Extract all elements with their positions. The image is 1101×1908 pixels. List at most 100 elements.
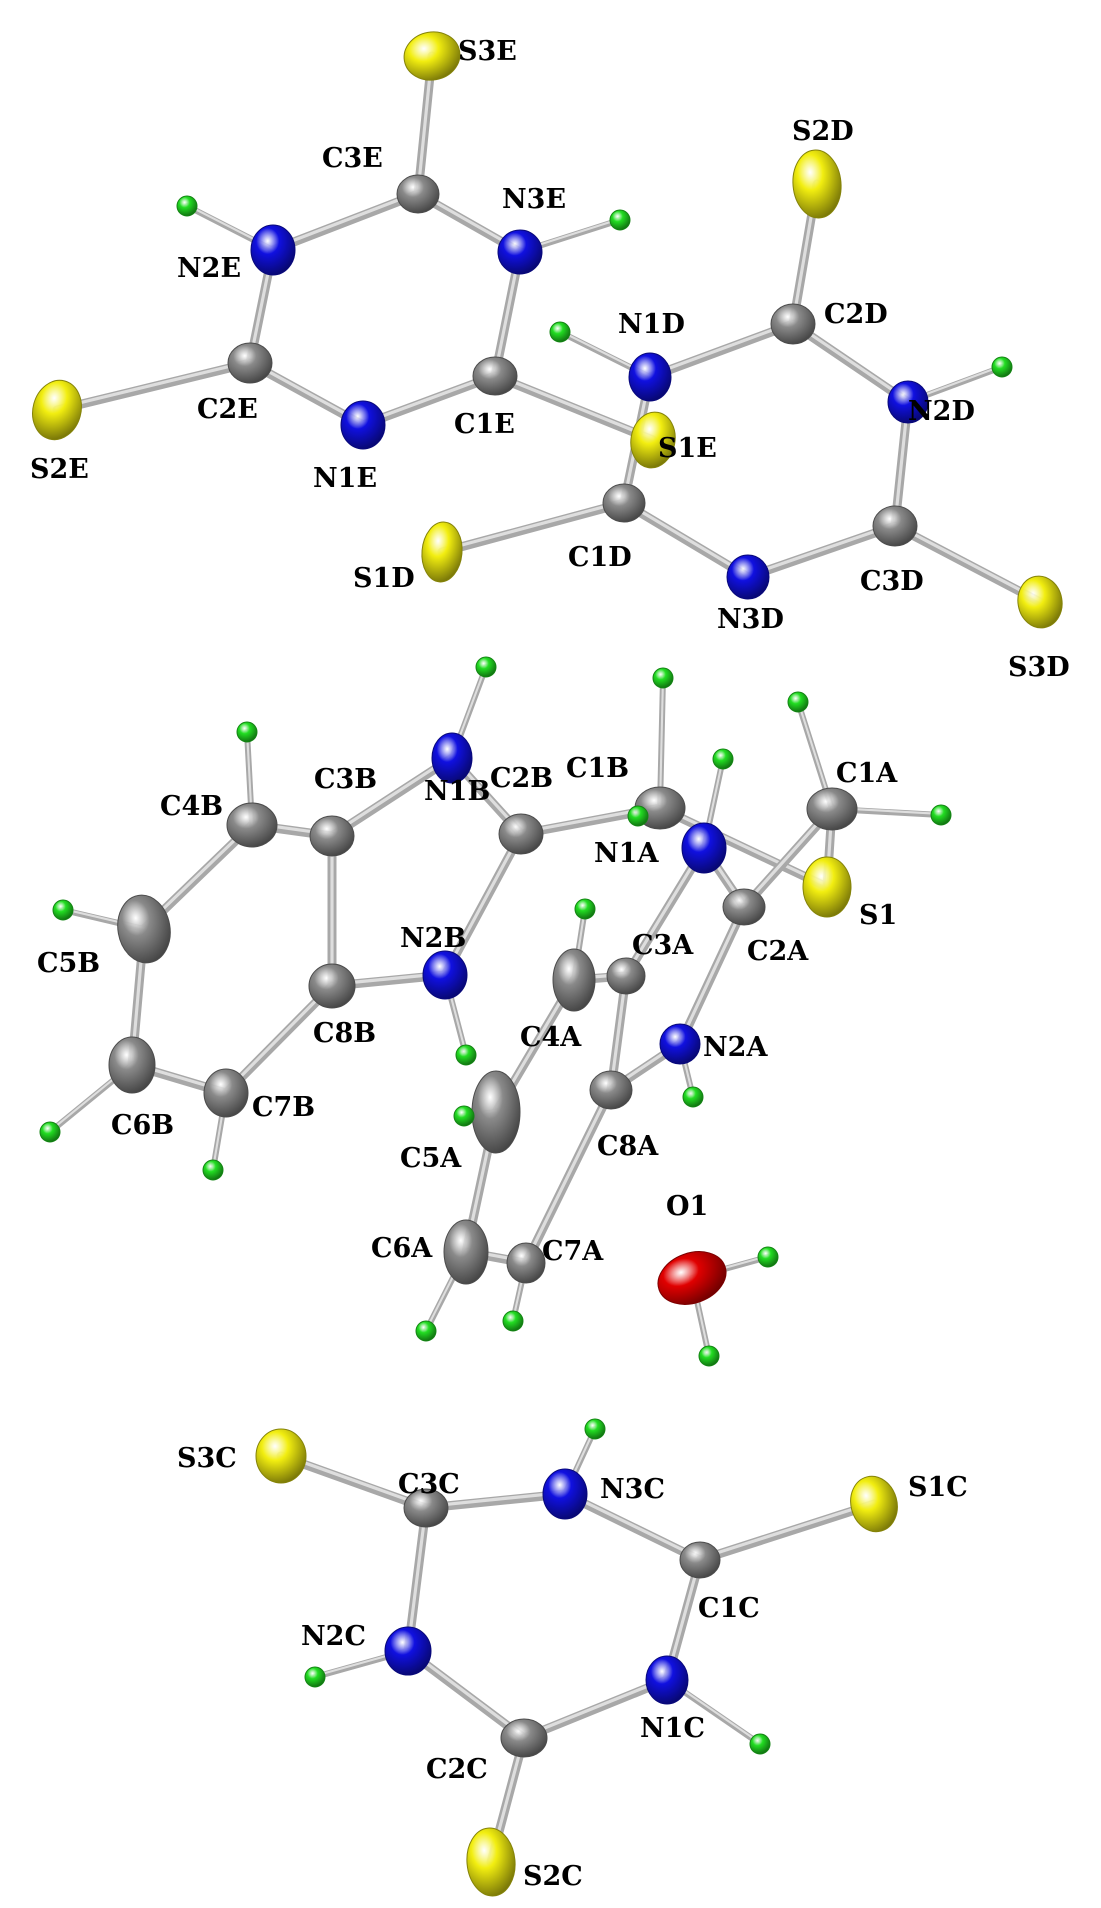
atom-n1e [340,400,386,450]
atom-label-c7a: C7A [542,1236,604,1267]
atom-label-n3e: N3E [502,184,566,215]
hydrogen-atom-5 [475,656,497,678]
atom-label-c7b: C7B [252,1092,315,1123]
atom-o1 [657,1251,727,1305]
atom-s2c [466,1827,516,1897]
atom-label-n3c: N3C [600,1474,665,1505]
atom-n3e [497,229,543,275]
hydrogen-atom-21 [757,1246,779,1268]
atom-label-n2b: N2B [400,923,466,954]
hydrogen-atom-14 [202,1159,224,1181]
bond-c3d-n3d [743,521,900,582]
hydrogen-atom-8 [712,748,734,770]
atom-label-c8a: C8A [597,1131,659,1162]
hydrogen-atom-13 [39,1121,61,1143]
atom-layer [32,31,1063,1897]
atom-label-n2e: N2E [177,253,241,284]
atom-s1c [850,1475,898,1533]
bond-c7b-c8b [221,981,337,1098]
atom-c5a [471,1070,521,1154]
atom-label-c1e: C1E [454,409,515,440]
atom-label-c2a: C2A [747,936,809,967]
hydrogen-atom-20 [502,1310,524,1332]
atom-label-s3e: S3E [458,36,517,67]
atom-c3a [606,957,646,995]
atom-c7b [203,1068,249,1118]
atom-c1d [602,483,646,523]
atom-label-c1b: C1B [566,753,629,784]
atom-s3e [403,31,461,81]
atom-n1a [681,822,727,874]
atom-label-n3d: N3D [717,604,784,635]
bond-h-6-c1b [657,675,666,811]
atom-label-c6a: C6A [371,1233,433,1264]
atom-label-s3c: S3C [177,1443,237,1474]
atom-c3e [396,174,440,214]
atom-c7a [506,1242,546,1284]
atom-c5b [117,894,171,964]
hydrogen-atom-15 [455,1044,477,1066]
bond-c1e-s1e [490,371,658,445]
atom-c4a [552,948,596,1012]
bond-n1e-c1e [358,371,500,430]
hydrogen-atom-12 [52,899,74,921]
atom-label-c3e: C3E [322,143,383,174]
atom-label-s3d: S3D [1008,652,1070,683]
atom-label-c2b: C2B [490,763,553,794]
bond-n3c-c1c [560,1489,705,1565]
atom-label-c8b: C8B [313,1018,376,1049]
hydrogen-atom-4 [991,356,1013,378]
atom-label-c3a: C3A [632,930,694,961]
bond-c2e-s2e [52,358,255,415]
atom-label-c1a: C1A [836,758,898,789]
atom-c3c [403,1488,449,1528]
atom-label-c2c: C2C [426,1754,488,1785]
atom-label-c3b: C3B [314,764,377,795]
bond-layer [52,51,1045,1867]
atom-n3d [726,554,770,600]
atom-s1e [630,411,676,469]
hydrogen-atom-7 [627,805,649,827]
atom-n2c [384,1626,432,1676]
atom-s3d [1017,575,1063,629]
hydrogen-atom-17 [682,1086,704,1108]
bond-c3e-n2e [268,189,423,255]
atom-label-o1: O1 [666,1191,708,1222]
atom-c8b [308,963,356,1009]
bond-c2d-n1d [645,319,798,382]
atom-c3b [309,815,355,857]
atom-label-n2d: N2D [908,396,975,427]
bond-c1d-s1d [437,498,629,557]
atom-label-s1d: S1D [353,563,415,594]
atom-label-c4a: C4A [520,1022,582,1053]
hydrogen-atom-19 [415,1320,437,1342]
hydrogen-atom-22 [698,1345,720,1367]
hydrogen-atom-layer [39,195,1013,1755]
atom-label-n1e: N1E [313,463,377,494]
atom-label-c1d: C1D [568,542,632,573]
atom-label-n1d: N1D [618,309,685,340]
hydrogen-atom-24 [304,1666,326,1688]
atom-n1d [628,352,672,402]
bond-c2a-n2a [675,902,749,1049]
bond-n1c-c2c [519,1675,672,1743]
atom-label-n1a: N1A [594,838,659,869]
atom-c2e [227,342,273,384]
atom-label-s2e: S2E [30,454,89,485]
hydrogen-atom-6 [652,667,674,689]
atom-s2e [32,379,82,441]
atom-label-c3d: C3D [860,566,924,597]
atom-s3c [255,1428,307,1484]
atom-label-n1c: N1C [640,1713,705,1744]
hydrogen-atom-2 [609,209,631,231]
atom-s2d [792,149,842,219]
atom-c1c [679,1541,721,1579]
atom-s1 [802,856,852,918]
hydrogen-atom-23 [584,1418,606,1440]
atom-label-c1c: C1C [698,1593,760,1624]
atom-label-s1: S1 [859,900,897,931]
atom-label-s2d: S2D [792,116,854,147]
atom-n3c [542,1468,588,1520]
atom-n2e [250,224,296,276]
